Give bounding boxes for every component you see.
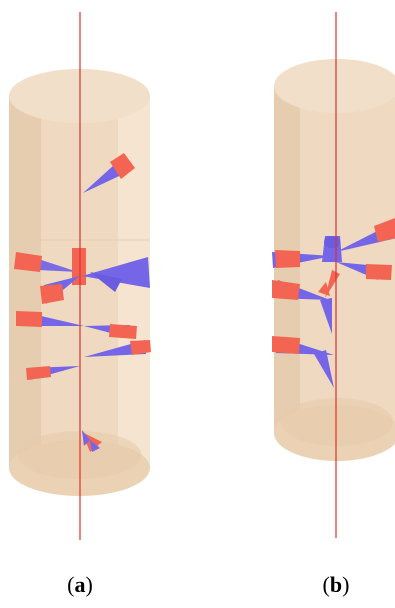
panel-a [9, 12, 151, 540]
cone-b-2 [322, 236, 342, 262]
cylinder-b-top [274, 59, 395, 113]
cylinder-a-shadow [9, 95, 41, 468]
panel-b [272, 12, 395, 538]
panel-b-caption: (b) [306, 572, 366, 598]
cylinder-b-inner-bottom [281, 398, 393, 446]
panel-a-caption: (a) [50, 572, 110, 598]
